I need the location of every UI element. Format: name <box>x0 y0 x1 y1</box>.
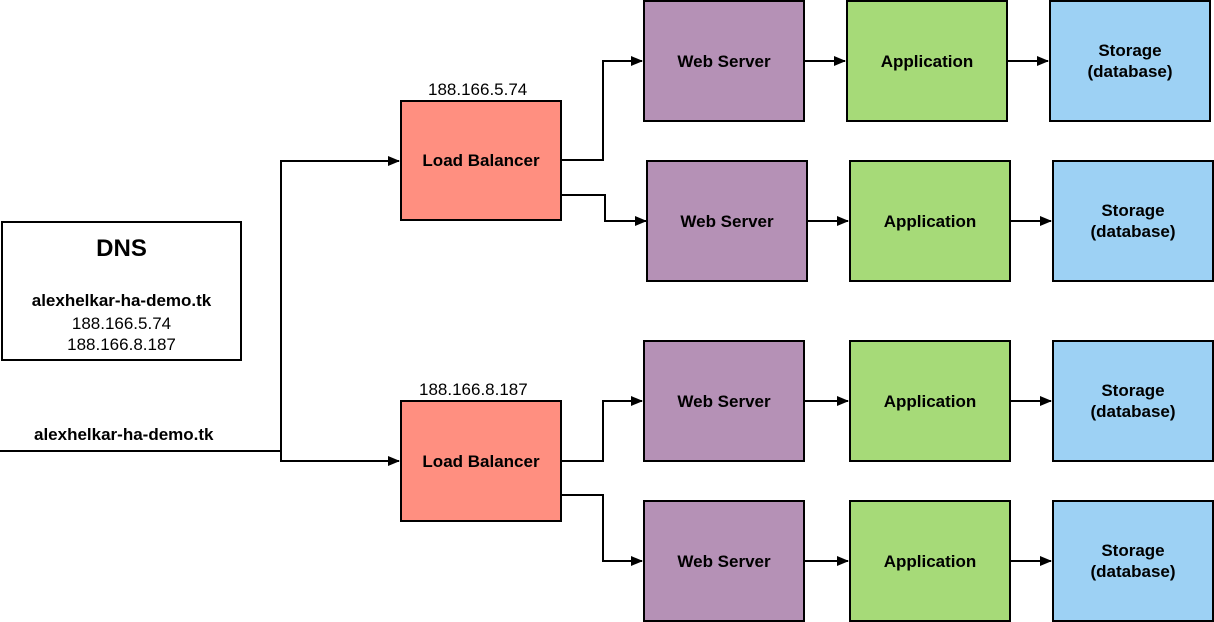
web-server-label: Web Server <box>677 51 771 71</box>
storage-label: Storage <box>1101 381 1165 400</box>
storage-3: Storage (database) <box>1052 340 1214 462</box>
storage-label: Storage <box>1101 541 1165 560</box>
web-server-1: Web Server <box>643 0 805 122</box>
dns-title: DNS <box>96 235 147 262</box>
application-1: Application <box>846 0 1008 122</box>
dns-ip-1: 188.166.5.74 <box>71 314 172 333</box>
web-server-label: Web Server <box>677 551 771 571</box>
web-server-label: Web Server <box>680 211 774 231</box>
application-2: Application <box>849 160 1011 282</box>
application-label: Application <box>883 211 977 231</box>
application-label: Application <box>880 51 974 71</box>
storage-sublabel: (database) <box>1087 62 1173 81</box>
storage-4: Storage (database) <box>1052 500 1214 622</box>
web-server-2: Web Server <box>646 160 808 282</box>
storage-sublabel: (database) <box>1090 562 1176 581</box>
lb1-ip-label: 188.166.5.74 <box>428 80 528 99</box>
dns-hostname: alexhelkar-ha-demo.tk <box>31 291 212 310</box>
application-3: Application <box>849 340 1011 462</box>
application-label: Application <box>883 551 977 571</box>
dns-box: DNS alexhelkar-ha-demo.tk 188.166.5.74 1… <box>1 221 242 361</box>
web-server-4: Web Server <box>643 500 805 622</box>
load-balancer-label: Load Balancer <box>422 151 540 170</box>
load-balancer-1: Load Balancer <box>400 100 562 221</box>
edge-input-to-lb2 <box>280 451 400 466</box>
storage-sublabel: (database) <box>1090 402 1176 421</box>
storage-label: Storage <box>1101 201 1165 220</box>
storage-2: Storage (database) <box>1052 160 1214 282</box>
edge-input-to-lb1 <box>280 156 400 451</box>
load-balancer-2: Load Balancer <box>400 400 562 522</box>
storage-label: Storage <box>1098 41 1162 60</box>
storage-1: Storage (database) <box>1049 0 1211 122</box>
web-server-label: Web Server <box>677 391 771 411</box>
application-label: Application <box>883 391 977 411</box>
edge-lb1-to-web1 <box>561 56 643 161</box>
dns-ip-2: 188.166.8.187 <box>67 335 176 354</box>
storage-sublabel: (database) <box>1090 222 1176 241</box>
application-4: Application <box>849 500 1011 622</box>
input-hostname-label: alexhelkar-ha-demo.tk <box>34 425 214 444</box>
lb2-ip-label: 188.166.8.187 <box>419 380 528 399</box>
edge-lb2-to-web4 <box>561 494 643 566</box>
edge-lb1-to-web2 <box>561 194 647 226</box>
edge-lb2-to-web3 <box>561 396 643 462</box>
web-server-3: Web Server <box>643 340 805 462</box>
load-balancer-label: Load Balancer <box>422 451 540 471</box>
